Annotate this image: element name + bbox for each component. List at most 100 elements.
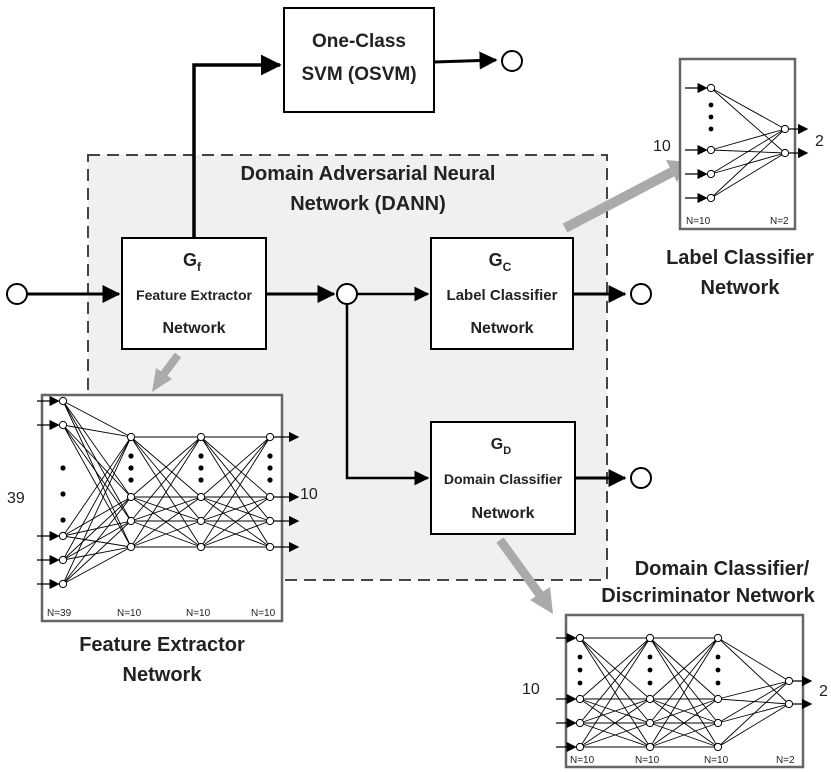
- net-node: [58, 396, 68, 406]
- fe-output-count: 10: [300, 486, 318, 503]
- ellipsis-dot: [60, 465, 66, 471]
- net-connection: [62, 424, 132, 438]
- net-connection: [649, 637, 719, 748]
- split-node: [336, 283, 358, 305]
- gd-line2: Network: [471, 505, 534, 522]
- ellipsis-dot: [708, 114, 714, 120]
- net-node: [713, 694, 723, 704]
- net-node: [265, 432, 275, 442]
- net-connection: [62, 520, 132, 585]
- net-connection: [710, 128, 786, 151]
- net-connection: [717, 637, 790, 705]
- label-classifier-net-panel: [678, 57, 797, 231]
- fe-layer-label-1: N=39: [47, 608, 72, 619]
- lc-layer-label-1: N=10: [686, 216, 711, 227]
- net-node: [645, 742, 655, 752]
- gd-detail-pointer: [496, 537, 553, 614]
- input-node: [6, 283, 28, 305]
- net-connection: [130, 436, 202, 522]
- net-connection: [579, 722, 651, 748]
- net-connection: [649, 698, 719, 748]
- dc-output-count: 2: [819, 683, 828, 700]
- dc-layer-label-1: N=10: [570, 755, 595, 766]
- gf-line1: Feature Extractor: [136, 287, 252, 303]
- net-connection: [62, 496, 132, 537]
- net-node: [196, 432, 206, 442]
- lc-caption-line2: Network: [701, 277, 781, 299]
- net-node: [265, 516, 275, 526]
- dc-input-count: 10: [522, 681, 540, 698]
- net-connection: [62, 546, 132, 585]
- net-connection: [649, 637, 719, 724]
- ellipsis-dot: [60, 491, 66, 497]
- net-node: [780, 148, 790, 158]
- net-node: [645, 633, 655, 643]
- dc-layer-label-2: N=10: [635, 755, 660, 766]
- gc-line1: Label Classifier: [447, 287, 558, 304]
- ellipsis-dot: [198, 453, 204, 459]
- gf-line2: Network: [162, 320, 225, 337]
- net-node: [645, 718, 655, 728]
- net-connection: [130, 436, 202, 548]
- ellipsis-dot: [715, 654, 721, 660]
- net-node: [706, 145, 716, 155]
- net-node: [784, 699, 794, 709]
- net-connection: [710, 152, 786, 199]
- net-connection: [717, 637, 790, 682]
- ellipsis-dot: [128, 465, 134, 471]
- fe-caption-line2: Network: [123, 664, 203, 686]
- gc-output-node: [630, 283, 652, 305]
- osvm-box: [283, 7, 435, 113]
- gd-line1: Domain Classifier: [444, 471, 563, 487]
- net-connection: [62, 424, 132, 522]
- gc-symbol: GC: [489, 250, 512, 274]
- net-connection: [717, 680, 790, 748]
- ellipsis-dot: [128, 477, 134, 483]
- net-connection: [649, 637, 719, 700]
- ellipsis-dot: [198, 477, 204, 483]
- feature-extractor-box: [121, 237, 267, 350]
- dc-layer-label-4: N=2: [776, 755, 795, 766]
- net-node: [706, 193, 716, 203]
- net-connection: [62, 424, 132, 498]
- net-node: [645, 694, 655, 704]
- ellipsis-dot: [708, 126, 714, 132]
- net-node: [126, 432, 136, 442]
- net-connection: [200, 520, 271, 548]
- domain-classifier-net-graph: [556, 632, 813, 753]
- net-node: [58, 531, 68, 541]
- net-node: [575, 742, 585, 752]
- gd-symbol: GD: [491, 436, 511, 457]
- osvm-line1: One-Class: [312, 31, 406, 52]
- ellipsis-dot: [708, 102, 714, 108]
- net-node: [58, 555, 68, 565]
- net-connection: [130, 436, 202, 498]
- net-node: [713, 742, 723, 752]
- net-connection: [710, 87, 786, 154]
- dann-title-line1: Domain Adversarial Neural: [241, 163, 496, 185]
- net-connection: [62, 436, 132, 561]
- net-node: [196, 492, 206, 502]
- net-connection: [579, 637, 651, 700]
- fe-layer-label-3: N=10: [186, 608, 211, 619]
- net-node: [265, 492, 275, 502]
- dc-caption-line2: Discriminator Network: [601, 585, 815, 607]
- net-connection: [200, 496, 271, 522]
- dann-title-line2: Network (DANN): [290, 193, 446, 215]
- lc-output-count: 2: [815, 133, 824, 150]
- net-connection: [62, 436, 132, 537]
- net-connection: [130, 496, 202, 548]
- ellipsis-dot: [60, 517, 66, 523]
- ellipsis-dot: [647, 654, 653, 660]
- net-connection: [579, 698, 651, 748]
- gf-detail-pointer: [152, 352, 182, 392]
- label-classifier-net-graph: [685, 82, 809, 204]
- dc-layer-label-3: N=10: [704, 755, 729, 766]
- gf-symbol: Gf: [183, 250, 202, 274]
- ellipsis-dot: [128, 453, 134, 459]
- net-connection: [710, 128, 786, 199]
- dc-caption-line1: Domain Classifier/: [635, 558, 810, 580]
- fe-layer-label-4: N=10: [251, 608, 276, 619]
- fe-input-count: 39: [7, 490, 25, 507]
- net-connection: [62, 496, 132, 585]
